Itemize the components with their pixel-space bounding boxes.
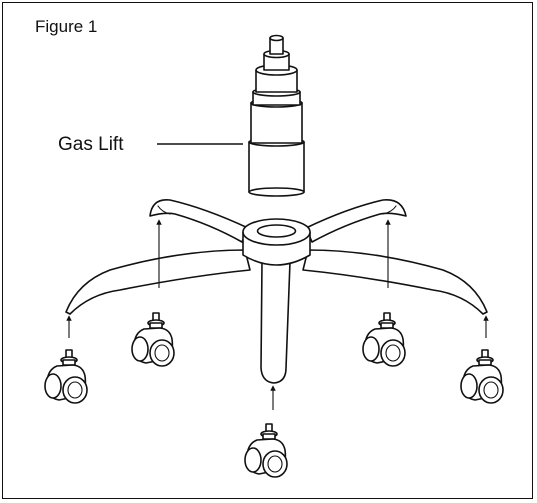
caster-wheel xyxy=(131,312,175,367)
caster-wheel xyxy=(244,423,288,478)
caster-wheel xyxy=(362,312,406,367)
caster-wheel xyxy=(44,349,88,404)
figure-title: Figure 1 xyxy=(35,17,98,36)
gas-lift-label: Gas Lift xyxy=(58,134,124,155)
gas-lift xyxy=(248,34,305,197)
caster-wheel xyxy=(460,349,504,404)
five-star-base xyxy=(65,199,488,384)
caster-arrows xyxy=(66,219,489,410)
